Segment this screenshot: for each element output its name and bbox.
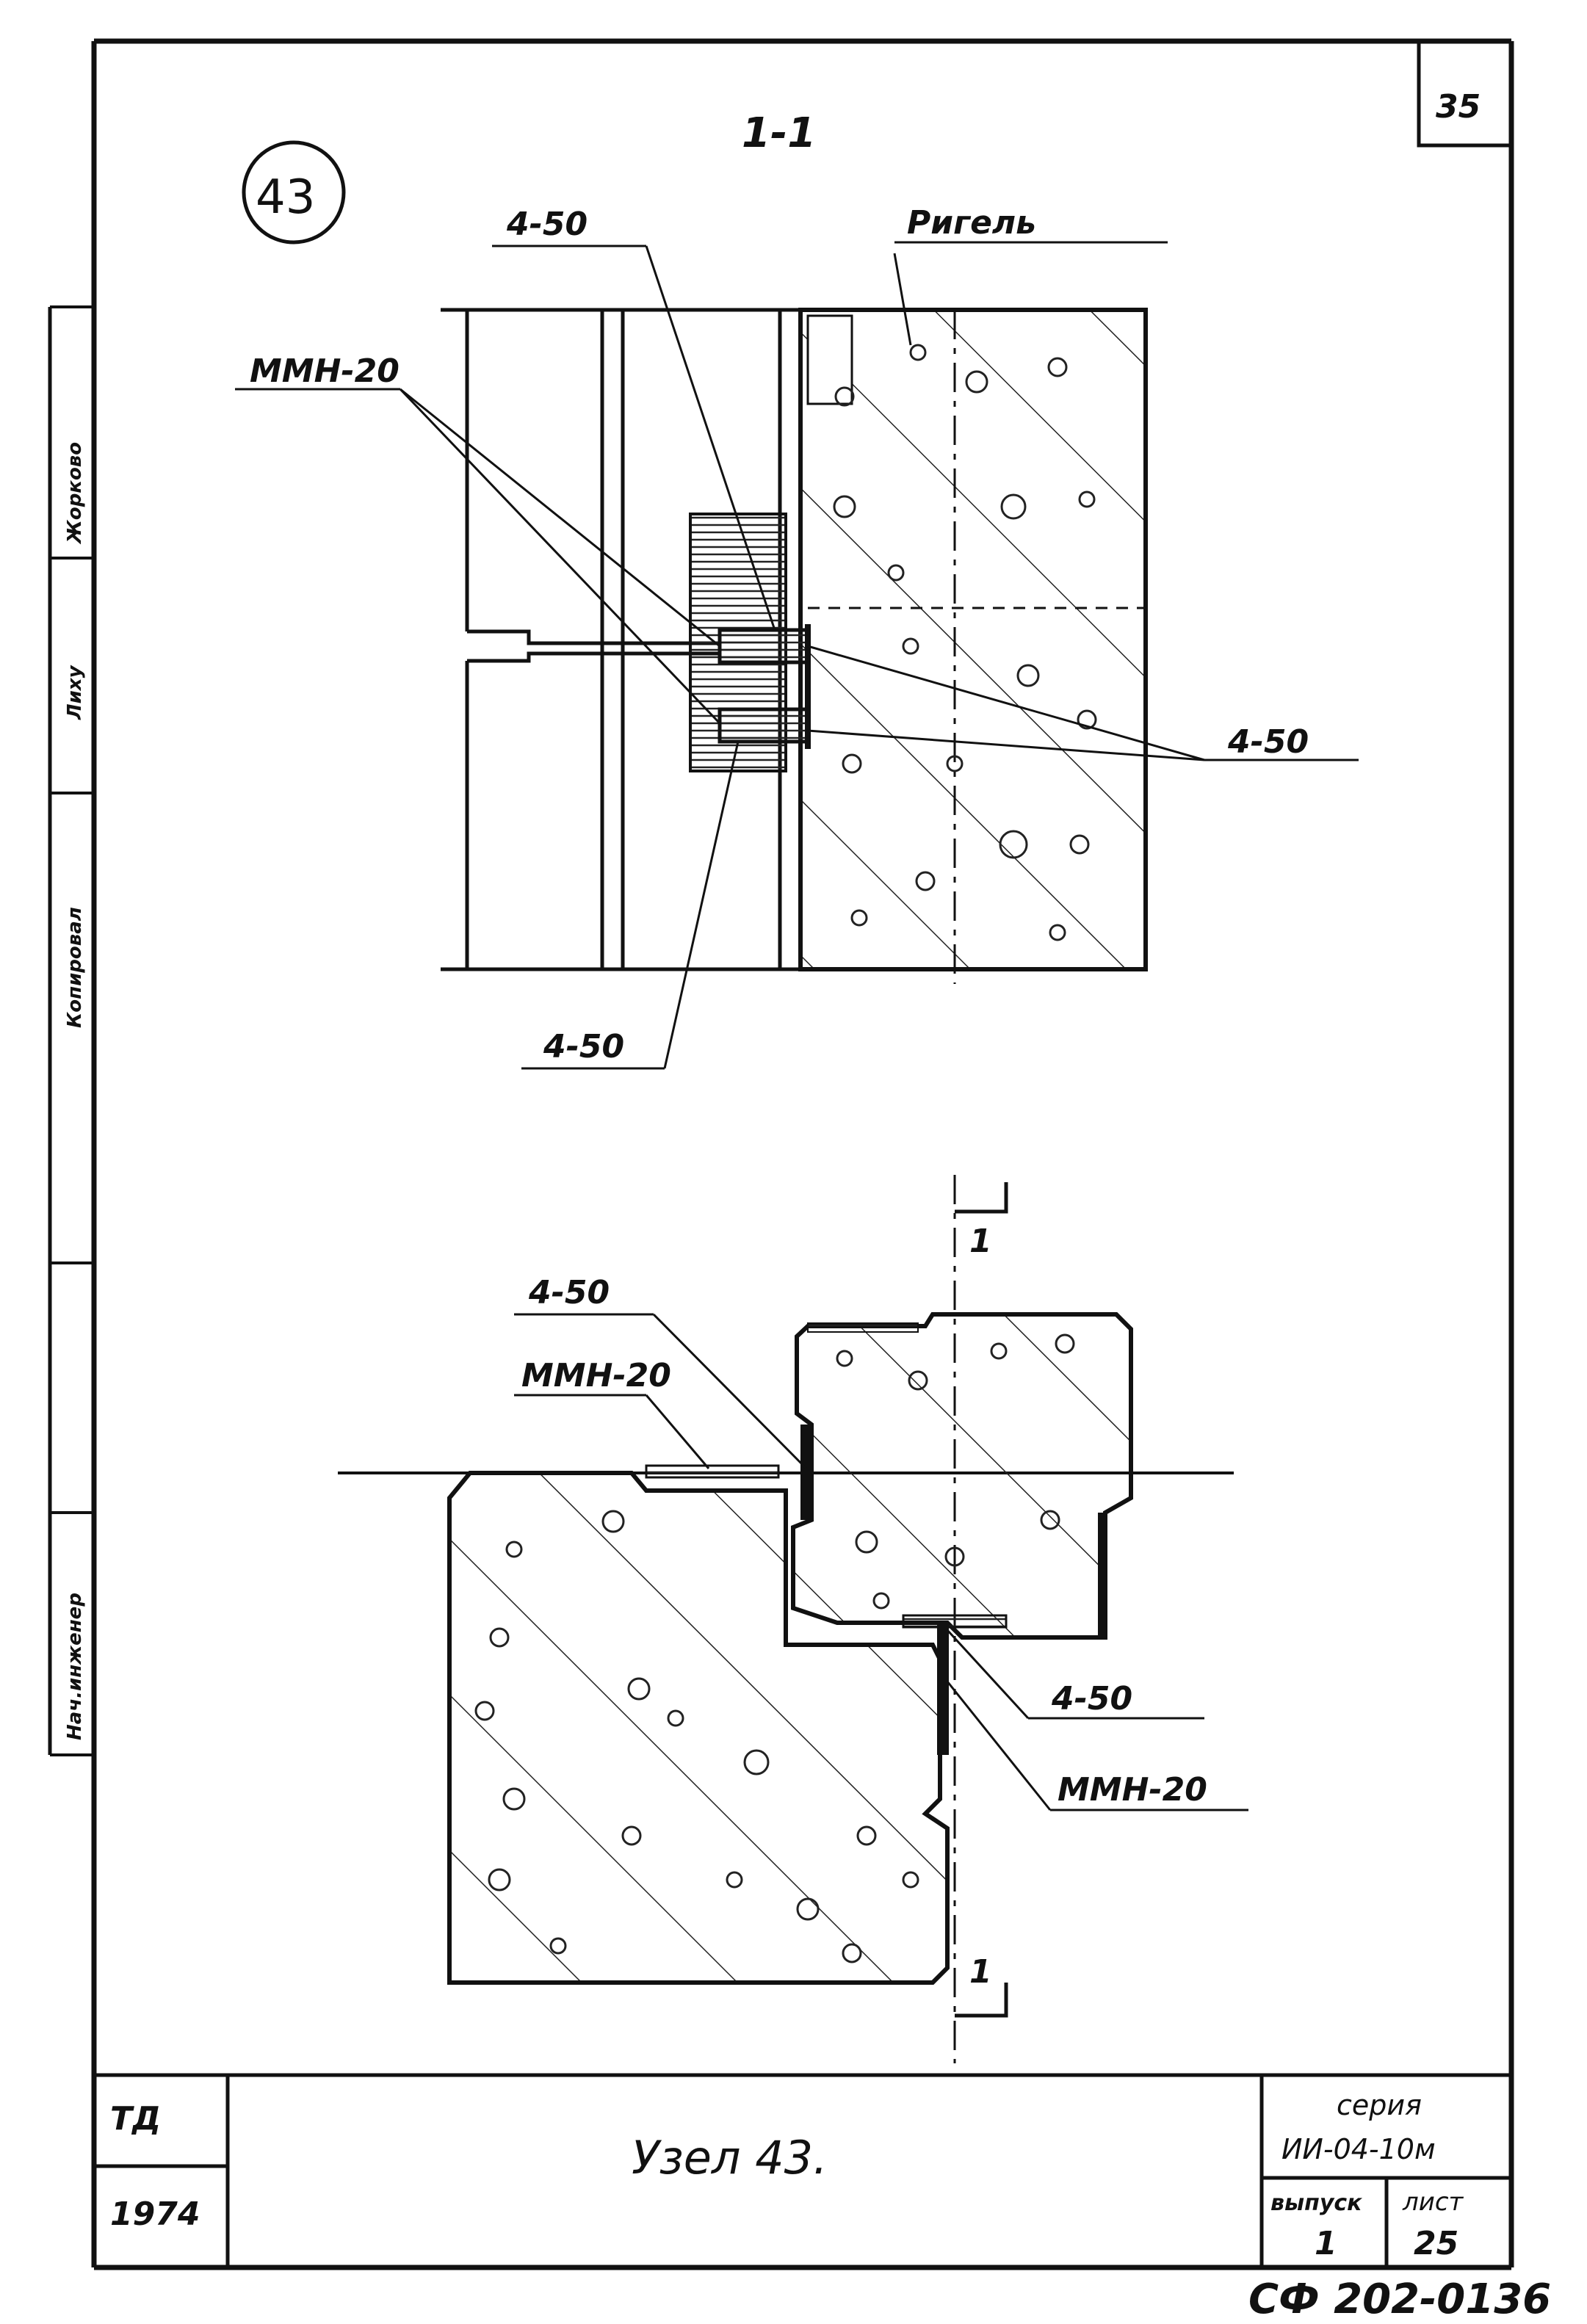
bottom-plan-detail: 1 1	[338, 1175, 1234, 2063]
node-circle: 43	[242, 140, 346, 245]
sheet-frame	[91, 38, 1514, 2270]
bottom-leaders	[514, 1313, 1248, 1811]
sheet-label: лист	[1402, 2187, 1464, 2217]
label-4-50: 4-50	[1051, 1680, 1132, 1717]
label-mmn-20: ММН-20	[521, 1357, 671, 1394]
side-stamp-labels: Жорково Лиху Копировал Нач.инженер	[64, 442, 86, 1740]
section-mark-bottom: 1	[969, 1953, 992, 1991]
page-number-box: 35	[1417, 41, 1511, 148]
sheet-value: 25	[1414, 2225, 1458, 2262]
year: 1974	[110, 2196, 200, 2233]
side-stamp-entry: Лиху	[64, 665, 86, 720]
section-mark-top: 1	[969, 1223, 992, 1260]
label-rigel: Ригель	[907, 204, 1036, 242]
top-leaders	[235, 241, 1359, 1070]
page-number: 35	[1436, 88, 1481, 126]
label-4-50: 4-50	[543, 1028, 624, 1065]
svg-text:43: 43	[256, 170, 315, 225]
org-code: ТД	[110, 2100, 161, 2137]
drawing-title: Узел 43.	[632, 2131, 828, 2184]
top-section-detail	[441, 308, 1148, 984]
side-stamp-entry: Нач.инженер	[64, 1593, 86, 1740]
label-4-50: 4-50	[506, 206, 588, 243]
issue-value: 1	[1315, 2225, 1337, 2262]
title-block	[94, 2073, 1511, 2267]
side-stamp	[48, 305, 94, 1756]
label-mmn-20: ММН-20	[1058, 1771, 1207, 1809]
title-block-text: ТД 1974 Узел 43. серия ИИ-04-10м выпуск …	[110, 2089, 1464, 2262]
bottom-labels: 4-50 ММН-20 4-50 ММН-20	[521, 1274, 1207, 1809]
label-mmn-20: ММН-20	[250, 352, 400, 390]
side-stamp-entry: Жорково	[64, 442, 86, 545]
drawing-code: СФ 202-0136	[1248, 2276, 1551, 2323]
issue-label: выпуск	[1270, 2190, 1362, 2216]
section-title: 1-1	[742, 109, 816, 157]
top-labels: 4-50 Ригель ММН-20 4-50 4-50	[250, 204, 1309, 1065]
series-label: серия	[1337, 2089, 1422, 2121]
label-4-50: 4-50	[528, 1274, 610, 1311]
series-value: ИИ-04-10м	[1281, 2133, 1436, 2165]
label-4-50: 4-50	[1227, 723, 1309, 761]
side-stamp-entry: Копировал	[64, 907, 86, 1028]
